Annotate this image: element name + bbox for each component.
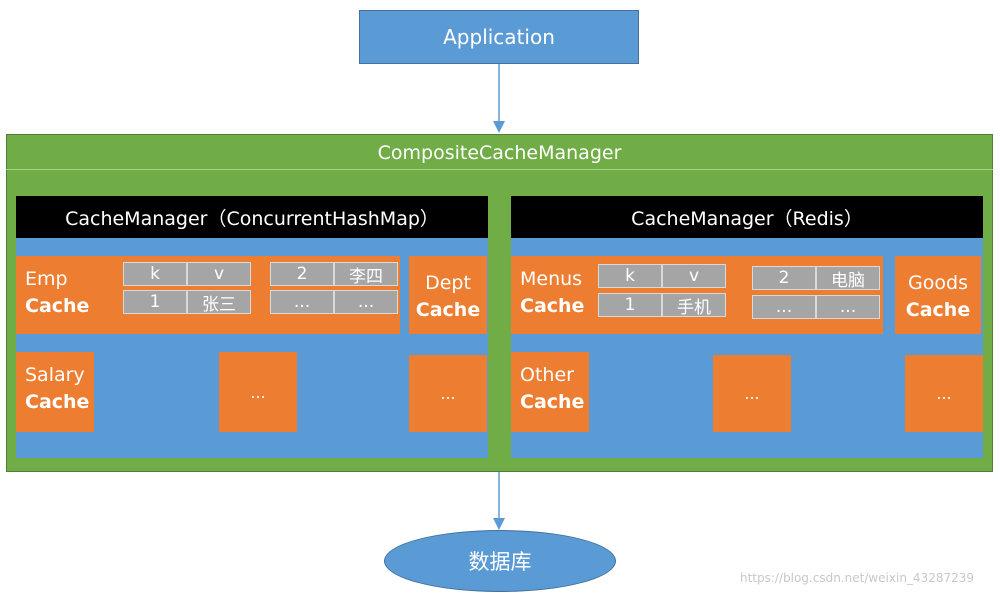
menus-kv-cell: 电脑 [816,266,880,291]
goods-cache-label: Cache [905,299,971,321]
emp-kv-cell: ... [334,290,398,314]
cache-manager-header-left: CacheManager（ConcurrentHashMap） [16,196,488,238]
menus-kv-cell: 2 [752,266,816,290]
dept-cache: Dept Cache [409,256,487,334]
more-cache-placeholder: ... [219,352,297,432]
dept-cache-label: Cache [415,299,481,321]
composite-title: CompositeCacheManager [6,136,993,170]
emp-kv-cell: 李四 [334,262,398,287]
more-cache-placeholder: ... [409,355,487,432]
emp-kv-cell: ... [270,290,334,314]
menus-kv-cell: v [662,264,726,288]
menus-kv-cell: ... [752,295,816,319]
more-cache-placeholder: ... [905,355,983,432]
emp-cache-name: Emp [25,268,68,290]
dept-cache-name: Dept [425,272,471,294]
emp-kv-cell: 2 [270,262,334,286]
cache-manager-header-right: CacheManager（Redis） [511,196,983,238]
application-box: Application [359,10,639,64]
menus-kv-cell: ... [816,295,880,319]
goods-cache: Goods Cache [895,256,981,334]
other-cache-name: Other [520,364,574,386]
emp-kv-cell: 张三 [187,290,251,315]
watermark: https://blog.csdn.net/weixin_43287239 [740,571,975,585]
more-cache-placeholder: ... [713,355,791,432]
other-cache-label: Cache [520,391,585,413]
database-node: 数据库 [384,530,616,592]
salary-cache-name: Salary [25,364,85,386]
menus-kv-cell: 手机 [662,293,726,318]
salary-cache: Salary Cache [16,352,94,432]
menus-kv-cell: 1 [598,293,662,317]
other-cache: Other Cache [511,352,589,432]
emp-kv-cell: k [123,262,187,286]
emp-kv-cell: v [187,262,251,286]
menus-cache-label: Cache [520,295,585,317]
menus-kv-cell: k [598,264,662,288]
emp-kv-cell: 1 [123,290,187,314]
menus-cache-name: Menus [520,268,583,290]
goods-cache-name: Goods [908,272,968,294]
salary-cache-label: Cache [25,391,90,413]
emp-cache-label: Cache [25,295,90,317]
